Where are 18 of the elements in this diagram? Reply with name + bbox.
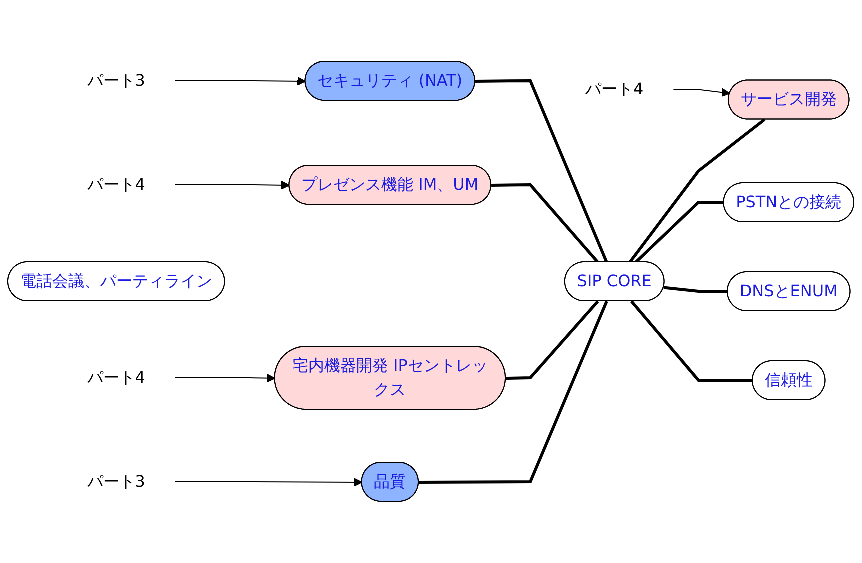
connector (492, 183, 600, 264)
connector (476, 79, 608, 264)
arrow (174, 77, 306, 86)
arrow (174, 478, 363, 487)
connector (634, 200, 724, 264)
connector (506, 300, 600, 380)
arrow (174, 181, 290, 190)
connector (628, 118, 766, 264)
node-text: パート4 (87, 368, 146, 388)
node-text: パート4 (87, 174, 146, 194)
connector (664, 286, 728, 294)
node-text: パート3 (87, 472, 146, 492)
arrow (673, 88, 731, 98)
node-text: パート4 (586, 80, 644, 99)
node-text: パート3 (87, 70, 146, 90)
connector (418, 300, 608, 484)
connector (630, 300, 753, 382)
arrow (174, 374, 276, 383)
